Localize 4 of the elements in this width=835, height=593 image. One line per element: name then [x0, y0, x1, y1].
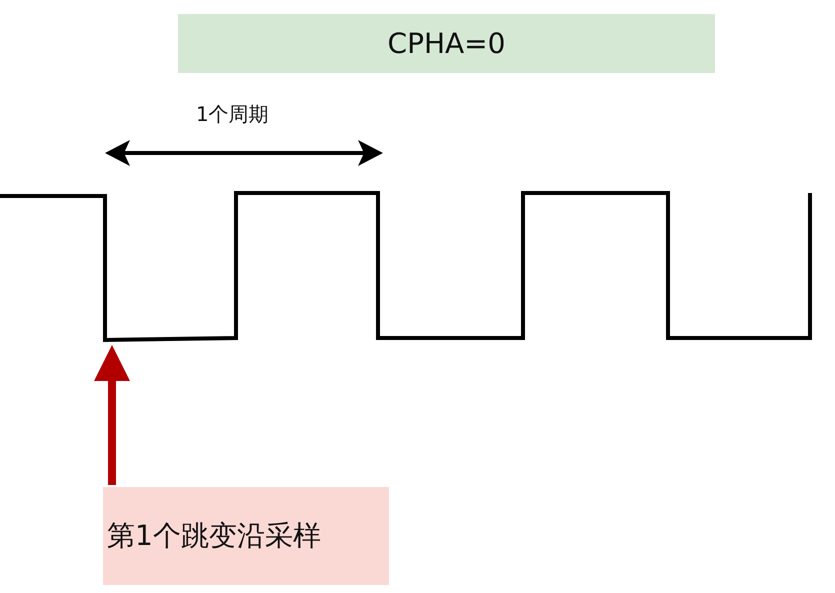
label-box: 第1个跳变沿采样	[103, 487, 389, 585]
arrow	[94, 345, 130, 485]
dimension-label: 1个周期	[196, 101, 269, 128]
title-box: CPHA=0	[178, 14, 715, 73]
